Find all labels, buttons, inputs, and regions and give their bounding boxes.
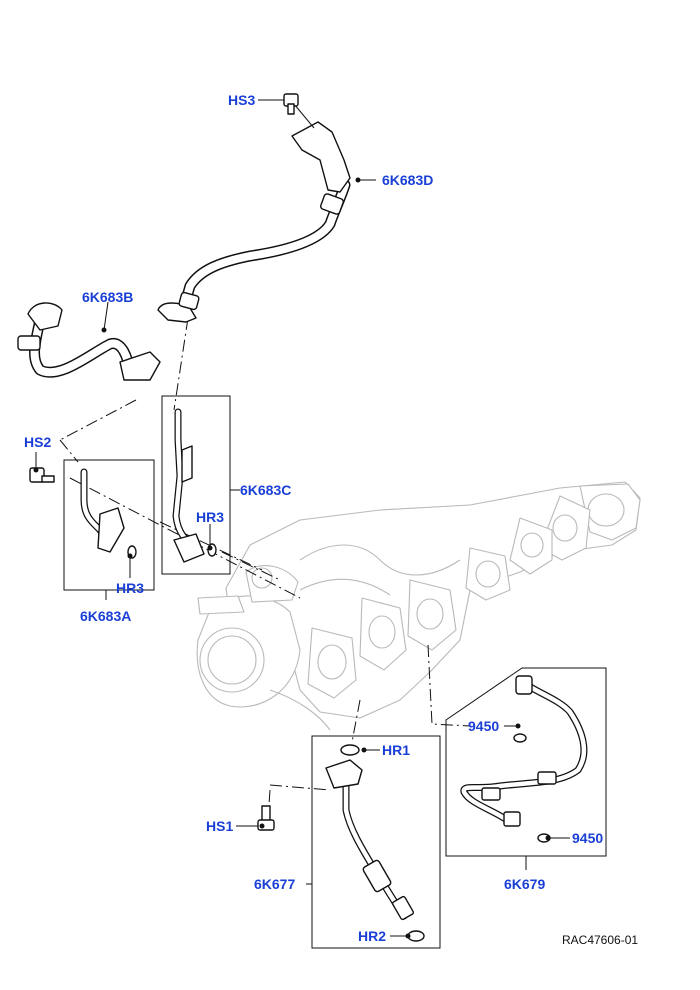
callout-hs2: HS2 bbox=[24, 434, 51, 450]
callout-leaders bbox=[33, 99, 570, 939]
bolt-hs2 bbox=[29, 467, 55, 483]
exhaust-manifold-turbocharger-background bbox=[196, 481, 641, 731]
pipe-6k683c bbox=[161, 395, 240, 575]
pipe-6k683a bbox=[63, 459, 155, 600]
callout-6k679: 6K679 bbox=[504, 876, 545, 892]
callout-hr3-lower: HR3 bbox=[116, 580, 144, 596]
callout-6k683a: 6K683A bbox=[80, 608, 131, 624]
callout-hs3: HS3 bbox=[228, 92, 255, 108]
pipe-6k679 bbox=[445, 667, 607, 870]
hose-6k683d bbox=[157, 121, 351, 323]
assembly-lines bbox=[59, 317, 471, 821]
callout-6k683b: 6K683B bbox=[82, 289, 133, 305]
callout-hs1: HS1 bbox=[206, 818, 233, 834]
callout-hr3-upper: HR3 bbox=[196, 509, 224, 525]
callout-6k683c: 6K683C bbox=[240, 482, 291, 498]
hose-6k683b bbox=[17, 302, 161, 381]
callout-hr2: HR2 bbox=[358, 928, 386, 944]
callout-9450-lower: 9450 bbox=[572, 830, 603, 846]
callout-6k683d: 6K683D bbox=[382, 172, 433, 188]
callout-labels: HS3 6K683D 6K683B HS2 6K683C HR3 HR3 6K6… bbox=[24, 92, 638, 947]
bolt-hs3 bbox=[283, 93, 315, 129]
callout-9450-upper: 9450 bbox=[468, 718, 499, 734]
callout-6k677: 6K677 bbox=[254, 876, 295, 892]
callout-hr1: HR1 bbox=[382, 742, 410, 758]
pipe-6k677 bbox=[306, 735, 441, 949]
illustration-reference: RAC47606-01 bbox=[562, 933, 638, 947]
